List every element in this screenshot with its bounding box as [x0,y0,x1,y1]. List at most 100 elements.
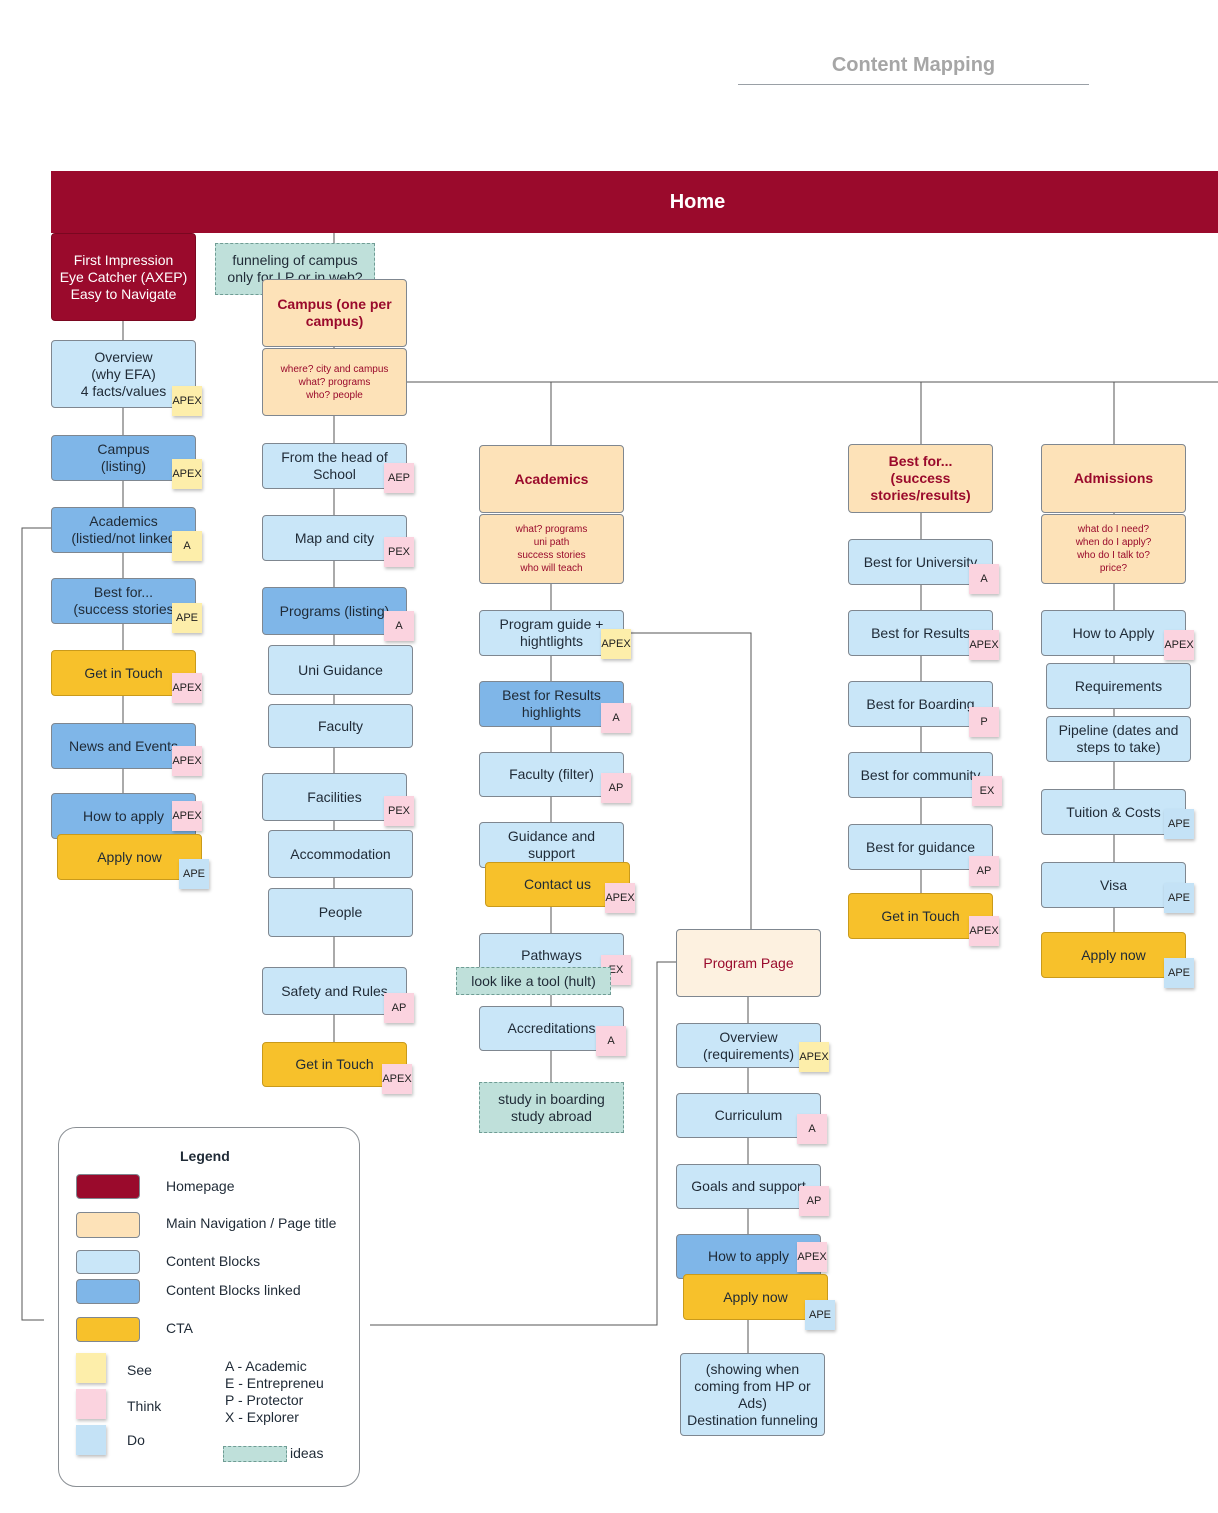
tag-apex: APEX [1164,630,1194,660]
requirements-node[interactable]: Requirements [1046,663,1191,709]
home-node[interactable]: Home [51,171,1218,233]
legend-content-blocks-swatch [76,1250,140,1274]
curriculum-node[interactable]: Curriculum [676,1093,821,1138]
best-boarding-node[interactable]: Best for Boarding [848,681,993,727]
program-overview-node[interactable]: Overview (requirements) [676,1023,821,1068]
academics-nav-node[interactable]: Academics [479,445,624,513]
idea-tool-note: look like a tool (hult) [456,967,611,995]
tag-apex: APEX [172,386,202,416]
tag-apex: APEX [969,630,999,660]
uni-guidance-node[interactable]: Uni Guidance [268,645,413,695]
accommodation-node[interactable]: Accommodation [268,830,413,878]
how-to-apply-node[interactable]: How to apply [51,793,196,839]
legend-main-nav-swatch [76,1212,140,1238]
tag-ap: AP [799,1186,829,1216]
how-to-apply-node[interactable]: How to Apply [1041,610,1186,656]
legend-homepage-swatch [76,1174,140,1199]
tag-apex: APEX [605,883,635,913]
tag-apex: APEX [799,1042,829,1072]
contact-us-button[interactable]: Contact us [485,862,630,907]
legend-do-label: Do [127,1432,145,1448]
best-university-node[interactable]: Best for University [848,539,993,585]
admissions-nav-node[interactable]: Admissions [1041,444,1186,513]
campus-listing-node[interactable]: Campus (listing) [51,435,196,481]
news-events-node[interactable]: News and Events [51,723,196,769]
tag-ap: AP [969,856,999,886]
best-results-node[interactable]: Best for Results [848,610,993,656]
legend-ideas-label: ideas [290,1445,324,1461]
tag-ape: APE [805,1300,835,1330]
programs-listing-node[interactable]: Programs (listing) [262,587,407,635]
tag-apex: APEX [969,916,999,946]
best-guidance-node[interactable]: Best for guidance [848,824,993,870]
apply-now-button[interactable]: Apply now [57,834,202,880]
tag-ex: EX [972,776,1002,806]
tag-ape: APE [172,603,202,633]
best-community-node[interactable]: Best for community [848,752,993,798]
tag-apex: APEX [172,459,202,489]
legend-do-note [76,1425,106,1455]
tag-pex: PEX [384,796,414,826]
legend-homepage-label: Homepage [166,1178,235,1194]
guidance-support-node[interactable]: Guidance and support [479,822,624,868]
tag-apex: APEX [172,801,202,831]
goals-support-node[interactable]: Goals and support [676,1164,821,1209]
academics-listing-node[interactable]: Academics (listied/not linked [51,507,196,553]
apply-now-button[interactable]: Apply now [683,1274,828,1320]
get-in-touch-button[interactable]: Get in Touch [51,650,196,696]
safety-rules-node[interactable]: Safety and Rules [262,967,407,1015]
tag-ape: APE [179,859,209,889]
head-of-school-node[interactable]: From the head of School [262,443,407,489]
faculty-node[interactable]: Faculty [268,704,413,748]
tag-ape: APE [1164,958,1194,988]
tag-apex: APEX [601,629,631,659]
tag-apex: APEX [382,1064,412,1094]
visa-node[interactable]: Visa [1041,862,1186,908]
tag-a: A [172,531,202,561]
tag-apex: APEX [172,673,202,703]
first-impression-node[interactable]: First Impression Eye Catcher (AXEP) Easy… [51,233,196,321]
tag-a: A [596,1026,626,1056]
program-page-node[interactable]: Program Page [676,929,821,997]
tag-ape: APE [1164,809,1194,839]
people-node[interactable]: People [268,888,413,937]
legend-think-note [76,1389,106,1419]
program-guide-node[interactable]: Program guide + hightlights [479,610,624,656]
legend-think-label: Think [127,1398,162,1414]
home-label: Home [669,190,726,213]
legend-see-label: See [127,1362,152,1378]
destination-funneling-node[interactable]: (showing when coming from HP or Ads) Des… [680,1353,825,1436]
apply-now-button[interactable]: Apply now [1041,932,1186,978]
admissions-nav-description: what do I need? when do I apply? who do … [1041,514,1186,584]
tuition-costs-node[interactable]: Tuition & Costs [1041,789,1186,835]
tag-ap: AP [384,993,414,1023]
legend-see-note [76,1353,106,1383]
legend-content-linked-label: Content Blocks linked [166,1282,301,1298]
campus-nav-node[interactable]: Campus (one per campus) [262,279,407,347]
idea-boarding-note: study in boarding study abroad [479,1082,624,1133]
page-title: Content Mapping [738,54,1089,85]
best-results-highlights-node[interactable]: Best for Results highlights [479,681,624,727]
pipeline-node[interactable]: Pipeline (dates and steps to take) [1046,716,1191,762]
tag-a: A [797,1114,827,1144]
overview-node[interactable]: Overview (why EFA) 4 facts/values [51,340,196,408]
tag-a: A [969,564,999,594]
campus-nav-description: where? city and campus what? programs wh… [262,348,407,416]
tag-ape: APE [1164,883,1194,913]
legend-cta-swatch [76,1317,140,1342]
tag-a: A [384,611,414,641]
academics-nav-description: what? programs uni path success stories … [479,514,624,584]
legend-content-blocks-label: Content Blocks [166,1253,261,1269]
legend-cta-label: CTA [166,1320,193,1336]
best-for-nav-node[interactable]: Best for... (success stories/results) [848,444,993,513]
tag-a: A [601,703,631,733]
legend-main-nav-label: Main Navigation / Page title [166,1215,337,1231]
legend-panel: Legend Homepage Main Navigation / Page t… [58,1127,360,1487]
best-for-node[interactable]: Best for... (success stories [51,578,196,624]
tag-pex: PEX [384,537,414,567]
legend-content-linked-swatch [76,1279,140,1304]
tag-apex: APEX [797,1242,827,1272]
tag-apex: APEX [172,746,202,776]
map-city-node[interactable]: Map and city [262,515,407,561]
